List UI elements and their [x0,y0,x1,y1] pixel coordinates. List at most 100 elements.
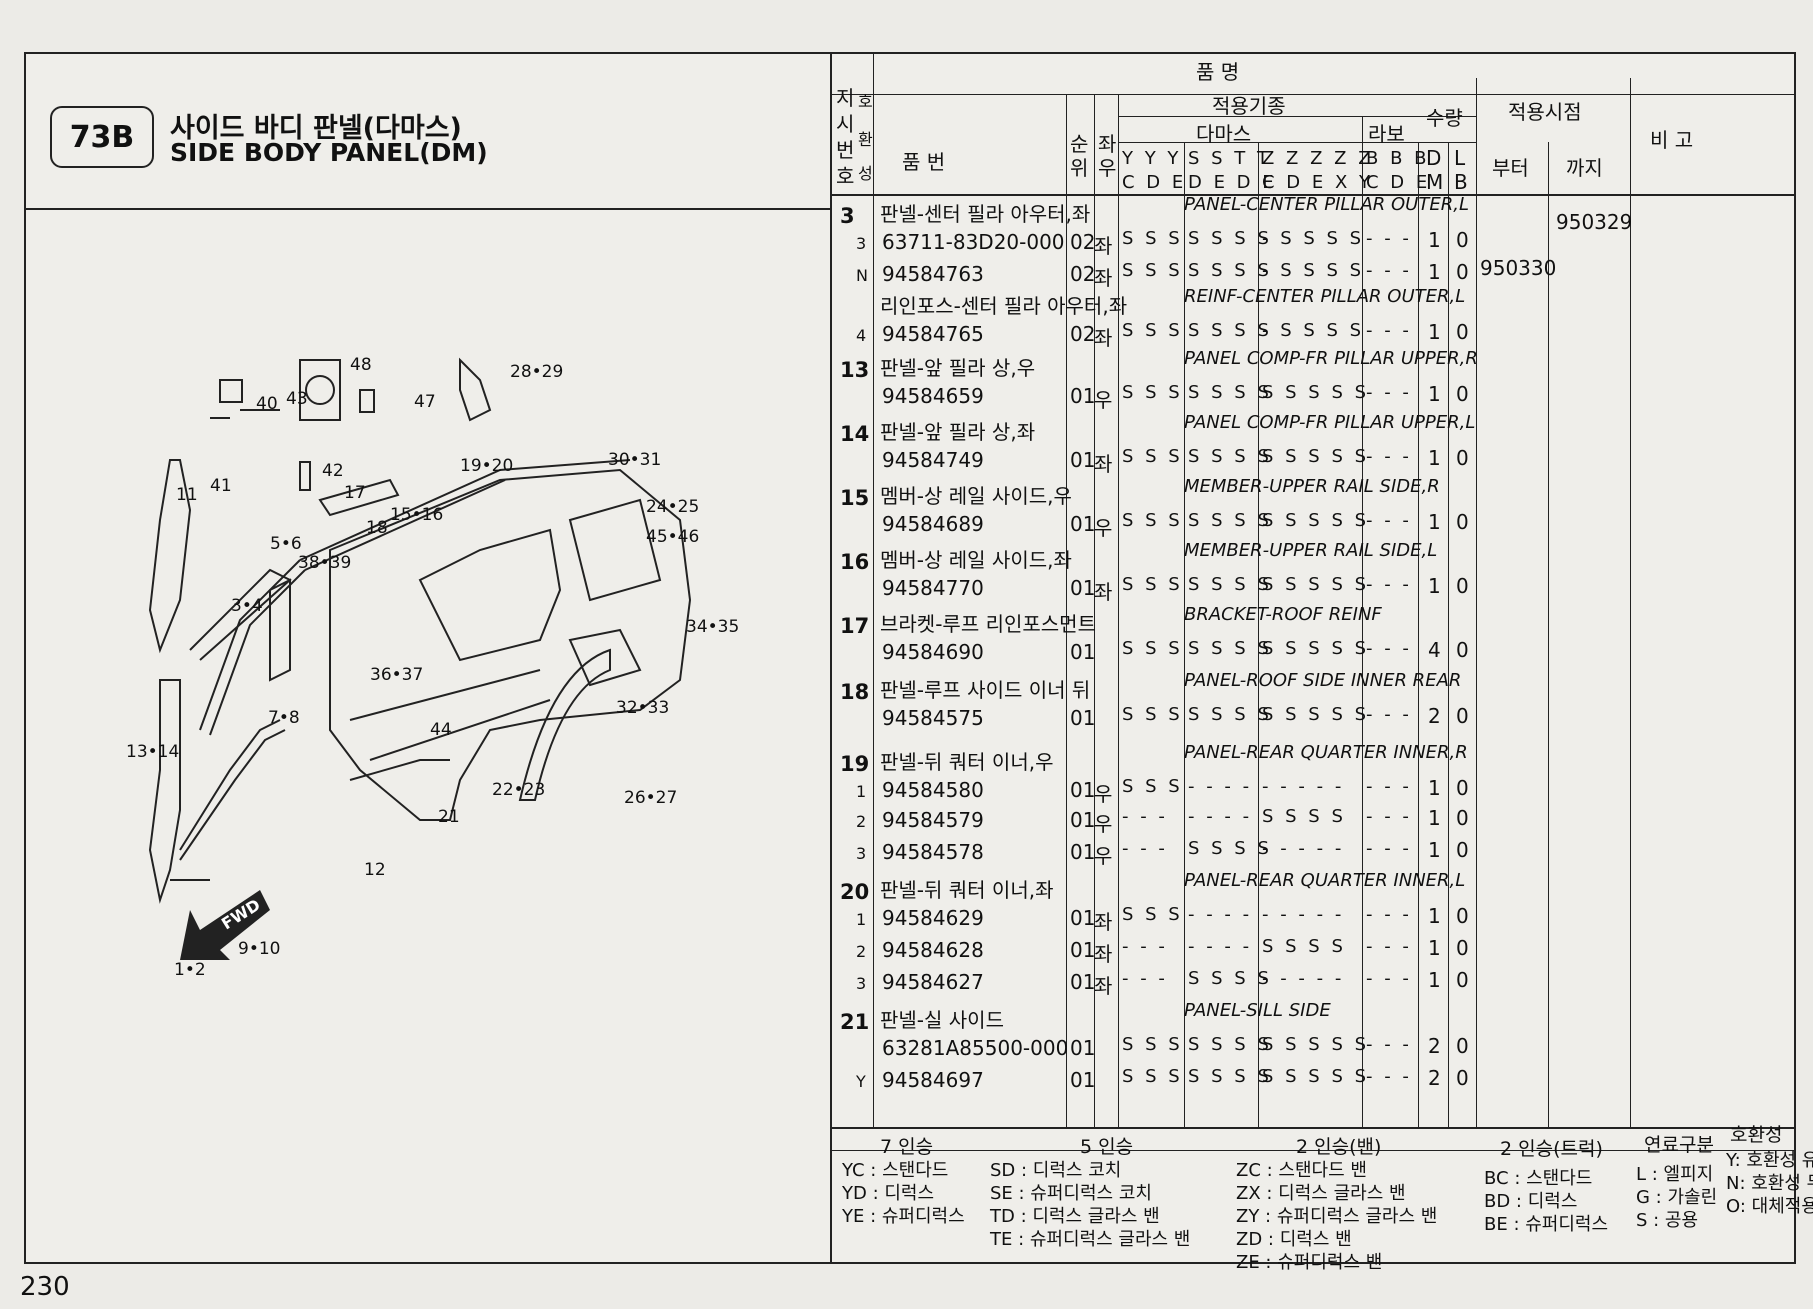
row-models-sstt: - - - - [1188,776,1253,797]
row-qty-lb: 0 [1456,1066,1469,1090]
row-sub-number: Y [856,1072,866,1091]
row-models-yyy: S S S [1122,704,1183,725]
row-order: 01 [1070,448,1096,472]
row-side: 좌 [1094,942,1113,966]
row-side: 좌 [1094,326,1113,350]
col-header-index: 지 [836,86,855,110]
row-item-number: 19 [840,752,870,776]
legend-line: SE : 슈퍼디럭스 코치 [990,1183,1152,1204]
row-qty-dm: 1 [1428,446,1441,470]
row-part-name-en: PANEL-ROOF SIDE INNER REAR [1184,670,1462,691]
row-models-sstt: S S S S [1188,704,1272,725]
legend-title-fuel: 연료구분 [1644,1134,1714,1156]
callout-label: 34•35 [686,617,740,637]
row-part-name-en: MEMBER-UPPER RAIL SIDE,L [1184,540,1438,561]
row-models-yyy: S S S [1122,446,1183,467]
row-sub-number: 2 [856,942,867,961]
legend-line: S : 공용 [1636,1210,1699,1231]
model-code-bbb: B B B [1366,148,1430,169]
row-qty-dm: 1 [1428,904,1441,928]
column-rule [1362,116,1363,1127]
fwd-arrow-icon [180,890,270,960]
row-qty-dm: 1 [1428,776,1441,800]
row-qty-dm: 2 [1428,1066,1441,1090]
row-sub-number: 3 [856,844,867,863]
callout-label: 41 [210,476,232,496]
callout-label: 38•39 [298,553,352,573]
row-qty-lb: 0 [1456,228,1469,252]
row-models-yyy: S S S [1122,904,1183,925]
row-qty-dm: 1 [1428,806,1441,830]
row-sub-number: N [856,266,868,285]
row-models-yyy: S S S [1122,228,1183,249]
row-qty-dm: 2 [1428,1034,1441,1058]
row-part-name-en: BRACKET-ROOF REINF [1184,604,1382,625]
row-models-yyy: S S S [1122,638,1183,659]
legend-line: TD : 디럭스 글라스 밴 [990,1206,1160,1227]
callout-label: 13•14 [126,742,180,762]
header-rule [832,194,1796,196]
row-order: 01 [1070,840,1096,864]
row-qty-lb: 0 [1456,320,1469,344]
callout-label: 18 [366,518,388,538]
row-part-name-en: PANEL-SILL SIDE [1184,1000,1331,1021]
column-rule [1066,94,1067,1127]
col-header-from: 부터 [1492,156,1529,180]
row-models-yyy: S S S [1122,260,1183,281]
column-rule [1476,78,1477,1127]
legend-rule [832,1150,1796,1151]
row-sub-number: 2 [856,812,867,831]
row-models-bbb: - - - [1366,838,1412,859]
column-rule [873,52,874,1127]
row-side: 우 [1094,844,1113,868]
model-code-cde-labo: C D E [1366,172,1431,193]
row-part-name-ko: 판넬-뒤 쿼터 이너,우 [880,750,1054,774]
column-rule [1258,142,1259,1127]
row-models-zz: S S S S S [1262,1066,1370,1087]
row-order: 01 [1070,938,1096,962]
col-header-index: 시 [836,112,855,136]
legend-rule [832,1127,1796,1129]
page-title-english: SIDE BODY PANEL(DM) [170,138,488,167]
column-rule [1184,142,1185,1127]
col-header-order: 순 [1070,132,1089,156]
row-item-number: 3 [840,204,855,228]
callout-label: 48 [350,355,372,375]
row-part-number: 94584628 [882,938,984,962]
row-part-name-ko: 멤버-상 레일 사이드,좌 [880,548,1072,572]
col-header-quantity: 수량 [1426,106,1463,130]
row-models-sstt: - - - - [1188,904,1253,925]
row-side: 우 [1094,516,1113,540]
row-order: 02 [1070,230,1096,254]
row-models-sstt: S S S S [1188,510,1272,531]
callout-label: 19•20 [460,456,514,476]
main-side-panel-shape [329,468,692,821]
legend-line: ZD : 디럭스 밴 [1236,1229,1352,1250]
row-models-sstt: S S S S [1188,382,1272,403]
row-models-sstt: S S S S [1188,1066,1272,1087]
row-part-number: 94584763 [882,262,984,286]
column-rule [1118,94,1119,1127]
legend-line: ZX : 디럭스 글라스 밴 [1236,1183,1406,1204]
row-qty-dm: 1 [1428,510,1441,534]
model-code-yyy: Y Y Y [1122,148,1182,169]
legend-title-compat: 호환성 [1730,1124,1783,1146]
row-part-number: 94584689 [882,512,984,536]
row-models-zz: S S S S S [1262,446,1370,467]
row-models-bbb: - - - [1366,574,1412,595]
row-part-number: 63711-83D20-000 [882,230,1065,254]
row-sub-number: 1 [856,910,867,929]
row-qty-dm: 1 [1428,382,1441,406]
row-order: 01 [1070,778,1096,802]
col-header-part-no: 품 번 [902,150,946,174]
row-part-number: 94584575 [882,706,984,730]
legend-line: Y: 호환성 유 [1726,1150,1813,1171]
row-side: 좌 [1094,234,1113,258]
row-models-yyy: S S S [1122,382,1183,403]
row-qty-lb: 0 [1456,638,1469,662]
col-header-part-name: 품 명 [1196,60,1240,84]
row-part-number: 94584690 [882,640,984,664]
row-part-number: 63281A85500-000 [882,1036,1069,1060]
row-models-bbb: - - - [1366,968,1412,989]
legend-title-5seat: 5 인승 [1080,1136,1134,1158]
